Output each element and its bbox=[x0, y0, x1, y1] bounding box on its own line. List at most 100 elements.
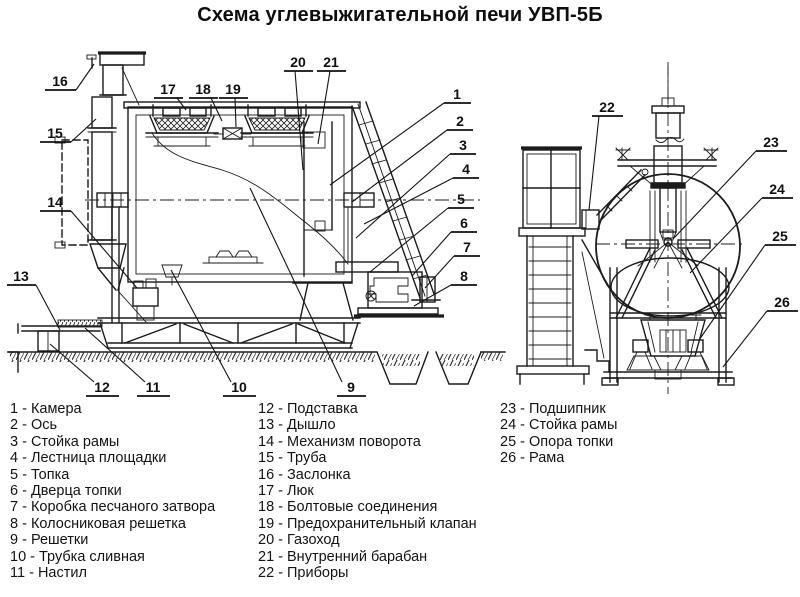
drawbar bbox=[17, 319, 103, 352]
callout-number-23: 23 bbox=[763, 134, 779, 150]
callout-5: 5 bbox=[369, 191, 474, 273]
legend-item-18: 18 - Болтовые соединения bbox=[258, 499, 438, 516]
legend-item-7: 7 - Коробка песчаного затвора bbox=[10, 499, 216, 516]
callout-1: 1 bbox=[329, 86, 471, 186]
callout-20: 20 bbox=[284, 54, 313, 171]
callout-leader-23 bbox=[673, 150, 757, 239]
callout-17: 17 bbox=[154, 81, 187, 111]
callout-number-2: 2 bbox=[456, 113, 464, 129]
callout-number-10: 10 bbox=[231, 379, 247, 395]
schematic-drawing: 1234567891011121314151617181920212223242… bbox=[7, 51, 798, 397]
callout-leader-22 bbox=[588, 115, 600, 211]
callout-number-4: 4 bbox=[462, 161, 470, 177]
legend-item-1: 1 - Камера bbox=[10, 401, 82, 417]
page-title: Схема углевыжигательной печи УВП-5Б bbox=[197, 4, 603, 26]
legend-item-2: 2 - Ось bbox=[10, 417, 58, 434]
hatch-assembly-2 bbox=[240, 104, 314, 147]
callout-15: 15 bbox=[40, 118, 97, 143]
legend-item-9: 9 - Решетки bbox=[10, 532, 89, 549]
callout-6: 6 bbox=[411, 215, 477, 277]
base-truss bbox=[97, 317, 361, 349]
callout-number-9: 9 bbox=[347, 379, 355, 395]
firebox-front bbox=[626, 312, 710, 371]
callout-12: 12 bbox=[49, 343, 119, 397]
callout-leader-3 bbox=[355, 153, 451, 239]
callout-number-8: 8 bbox=[460, 268, 468, 284]
callout-number-25: 25 bbox=[772, 228, 788, 244]
callout-leader-20 bbox=[294, 70, 304, 171]
chimney-pipe bbox=[54, 51, 146, 291]
platform bbox=[615, 147, 719, 189]
callout-leader-1 bbox=[329, 102, 445, 186]
callout-number-24: 24 bbox=[769, 181, 785, 197]
inner-drum bbox=[610, 257, 730, 317]
callout-number-20: 20 bbox=[290, 54, 306, 70]
legend-item-22: 22 - Приборы bbox=[258, 565, 349, 582]
callout-number-19: 19 bbox=[225, 81, 241, 97]
callout-leader-9 bbox=[249, 187, 343, 383]
legend-item-5: 5 - Топка bbox=[10, 466, 70, 483]
callout-number-12: 12 bbox=[94, 379, 110, 395]
callout-26: 26 bbox=[722, 294, 798, 368]
legend-item-12: 12 - Подставка bbox=[258, 401, 358, 417]
side-view-drawing bbox=[7, 51, 506, 385]
legend-item-26: 26 - Рама bbox=[500, 450, 565, 467]
legend-item-14: 14 - Механизм поворота bbox=[258, 433, 421, 450]
safety-valve bbox=[213, 127, 252, 140]
callout-number-15: 15 bbox=[47, 125, 63, 141]
callout-24: 24 bbox=[689, 181, 793, 274]
callout-14: 14 bbox=[40, 194, 138, 289]
callout-leader-18 bbox=[210, 97, 223, 122]
callout-11: 11 bbox=[84, 327, 170, 397]
callout-number-17: 17 bbox=[160, 81, 176, 97]
callout-leader-24 bbox=[689, 197, 763, 274]
legend-item-6: 6 - Дверца топки bbox=[10, 483, 122, 500]
stack bbox=[650, 65, 686, 189]
callout-19: 19 bbox=[219, 81, 248, 128]
hatch-assembly bbox=[145, 104, 219, 147]
callout-22: 22 bbox=[588, 99, 623, 211]
callout-16: 16 bbox=[45, 63, 95, 91]
firebox bbox=[335, 261, 444, 318]
bottom-fittings bbox=[161, 250, 264, 286]
callout-leader-7 bbox=[424, 255, 455, 289]
callout-number-18: 18 bbox=[195, 81, 211, 97]
callout-number-22: 22 bbox=[599, 99, 615, 115]
support-frame bbox=[609, 247, 727, 383]
legend-item-19: 19 - Предохранительный клапан bbox=[258, 515, 477, 532]
callout-number-1: 1 bbox=[453, 86, 461, 102]
instruments bbox=[581, 168, 649, 230]
callout-23: 23 bbox=[673, 134, 787, 239]
callout-number-11: 11 bbox=[146, 379, 161, 395]
callout-4: 4 bbox=[363, 161, 479, 225]
end-view-drawing bbox=[516, 62, 742, 394]
legend-item-24: 24 - Стойка рамы bbox=[500, 417, 618, 434]
callout-7: 7 bbox=[424, 239, 480, 289]
callout-leader-4 bbox=[363, 177, 454, 225]
legend-item-17: 17 - Люк bbox=[258, 483, 314, 500]
callout-number-21: 21 bbox=[323, 54, 339, 70]
callout-9: 9 bbox=[249, 187, 366, 397]
callout-10: 10 bbox=[170, 269, 256, 397]
callout-18: 18 bbox=[189, 81, 223, 122]
turning-mechanism bbox=[132, 278, 159, 321]
callout-number-5: 5 bbox=[457, 191, 465, 207]
callout-3: 3 bbox=[355, 137, 476, 239]
ladder bbox=[516, 146, 613, 385]
callout-leader-16 bbox=[75, 63, 95, 91]
callout-leader-6 bbox=[411, 231, 452, 277]
legend-item-16: 16 - Заслонка bbox=[258, 466, 351, 483]
callout-leader-13 bbox=[35, 284, 61, 331]
callout-number-16: 16 bbox=[52, 73, 68, 89]
legend-item-13: 13 - Дышло bbox=[258, 417, 336, 434]
callout-21: 21 bbox=[317, 54, 346, 145]
legend-item-21: 21 - Внутренний барабан bbox=[258, 548, 428, 565]
legend-item-11: 11 - Настил bbox=[10, 565, 87, 582]
callout-number-26: 26 bbox=[774, 294, 790, 310]
callout-leader-26 bbox=[722, 310, 768, 368]
legend-item-8: 8 - Колосниковая решетка bbox=[10, 515, 186, 532]
legend-item-15: 15 - Труба bbox=[258, 450, 327, 467]
